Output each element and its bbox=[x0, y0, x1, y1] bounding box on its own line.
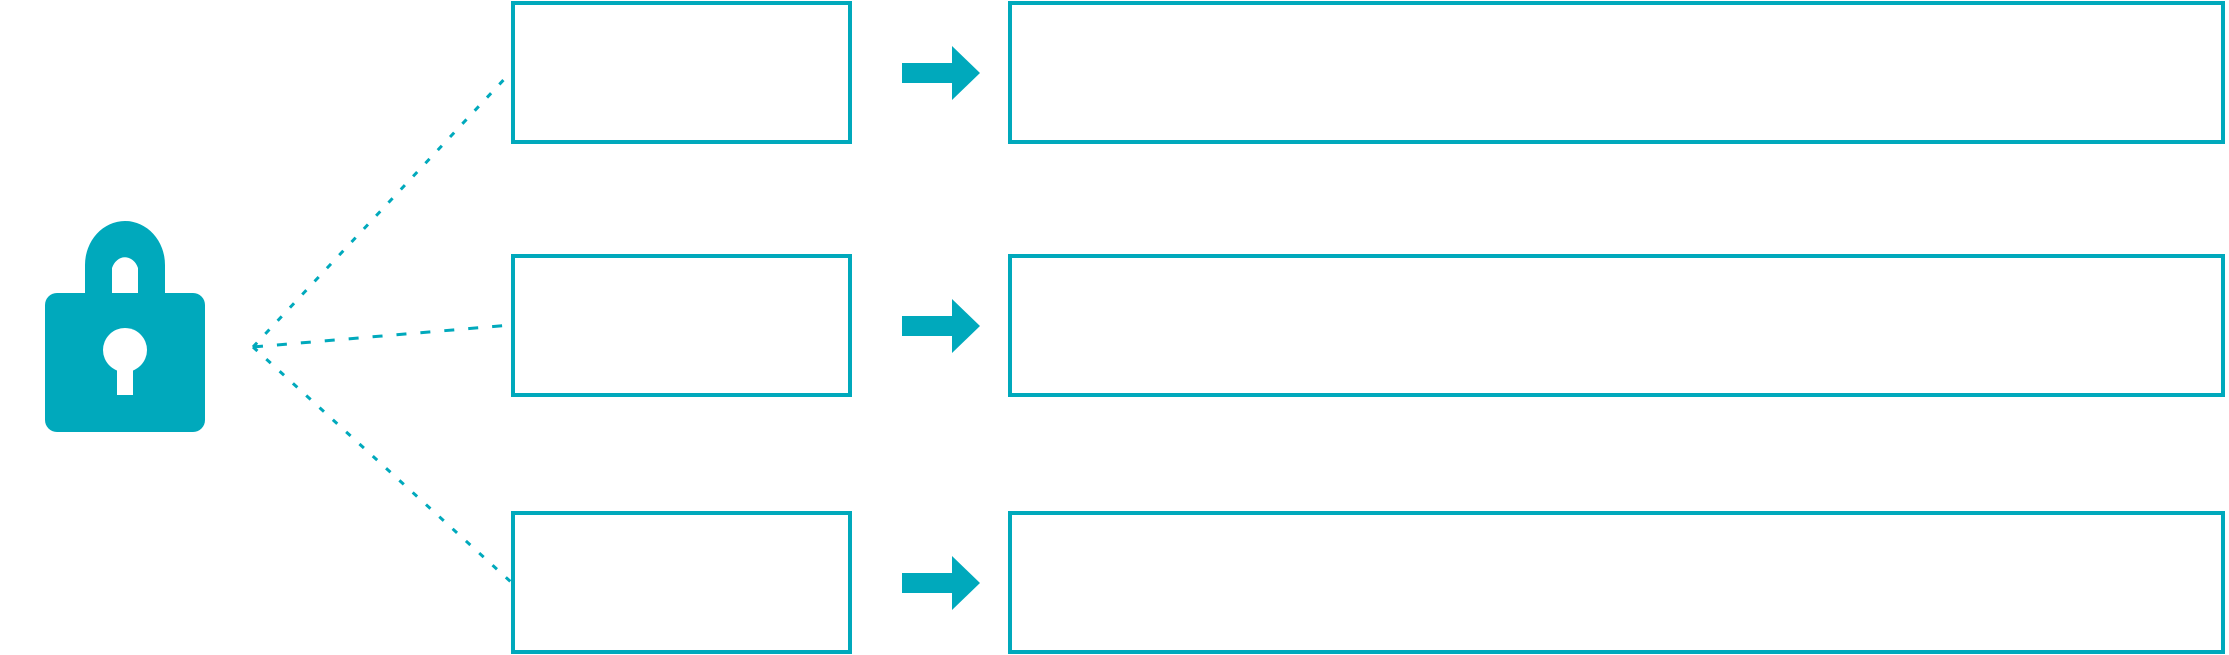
target-box[interactable] bbox=[1008, 254, 2225, 397]
flow-row bbox=[0, 1, 2229, 144]
target-box[interactable] bbox=[1008, 511, 2225, 654]
source-box[interactable] bbox=[511, 1, 852, 144]
target-box-label bbox=[1012, 515, 2221, 535]
lock-keyhole-stem-icon bbox=[117, 350, 133, 395]
source-box-label bbox=[515, 515, 848, 535]
right-arrow-icon bbox=[902, 46, 980, 100]
right-arrow-icon bbox=[902, 556, 980, 610]
flow-row bbox=[0, 254, 2229, 397]
source-box-label bbox=[515, 258, 848, 278]
lock-icon bbox=[30, 210, 220, 440]
right-arrow-icon bbox=[902, 299, 980, 353]
source-box[interactable] bbox=[511, 254, 852, 397]
target-box-label bbox=[1012, 258, 2221, 278]
source-box[interactable] bbox=[511, 511, 852, 654]
source-box-label bbox=[515, 5, 848, 25]
target-box[interactable] bbox=[1008, 1, 2225, 144]
flow-row bbox=[0, 511, 2229, 654]
target-box-label bbox=[1012, 5, 2221, 25]
lock-shackle-icon bbox=[85, 221, 165, 305]
